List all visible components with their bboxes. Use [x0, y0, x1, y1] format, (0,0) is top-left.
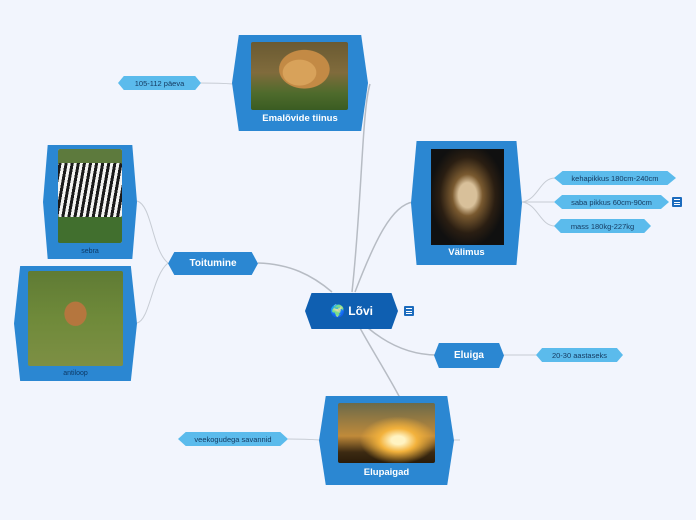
leaf-mass[interactable]: mass 180kg-227kg — [554, 219, 651, 233]
connector-central-valimus — [355, 202, 413, 292]
connector-elupaigad-leaf — [288, 439, 320, 440]
connector-central-eluiga — [368, 328, 437, 355]
leaf-saba-pikkus[interactable]: saba pikkus 60cm-90cm — [554, 195, 669, 209]
branch-label: Elupaigad — [319, 467, 454, 478]
connector-central-toitumine — [258, 263, 332, 292]
branch-toitumine[interactable]: Toitumine — [168, 252, 258, 275]
lion-portrait-photo — [431, 149, 504, 245]
branch-emalovide-tiinus[interactable]: Emalõvide tiinus — [232, 35, 368, 131]
sebra-node[interactable]: sebra — [43, 145, 137, 259]
connector-toitumine-sebra — [137, 201, 168, 263]
notes-icon[interactable] — [672, 197, 682, 207]
leaf-20-30-aastaseks[interactable]: 20-30 aastaseks — [536, 348, 623, 362]
connector-toitumine-antiloop — [137, 263, 168, 323]
leaf-105-112-paeva[interactable]: 105-112 päeva — [118, 76, 201, 90]
antiloop-node[interactable]: antiloop — [14, 266, 137, 381]
savanna-sunset-photo — [338, 403, 435, 463]
branch-eluiga[interactable]: Eluiga — [434, 343, 504, 368]
connector-valimus-leaf-3 — [522, 202, 555, 226]
leaf-kehapikkus[interactable]: kehapikkus 180cm-240cm — [554, 171, 676, 185]
lioness-photo — [251, 42, 348, 110]
branch-label: Välimus — [411, 247, 522, 258]
connector-emalovide-leaf — [200, 83, 233, 84]
sebra-label: sebra — [43, 248, 137, 255]
connector-valimus-leaf-1 — [522, 178, 555, 202]
antiloop-label: antiloop — [14, 370, 137, 377]
antelope-photo — [28, 271, 123, 366]
leaf-veekogudega-savannid[interactable]: veekogudega savannid — [178, 432, 288, 446]
zebra-photo — [58, 149, 122, 243]
notes-icon[interactable] — [404, 306, 414, 316]
branch-label: Emalõvide tiinus — [232, 113, 368, 124]
branch-elupaigad[interactable]: Elupaigad — [319, 396, 454, 485]
connector-central-elupaigad — [360, 328, 400, 398]
branch-valimus[interactable]: Välimus — [411, 141, 522, 265]
central-topic-lovi[interactable]: 🌍 Lõvi — [305, 293, 398, 329]
